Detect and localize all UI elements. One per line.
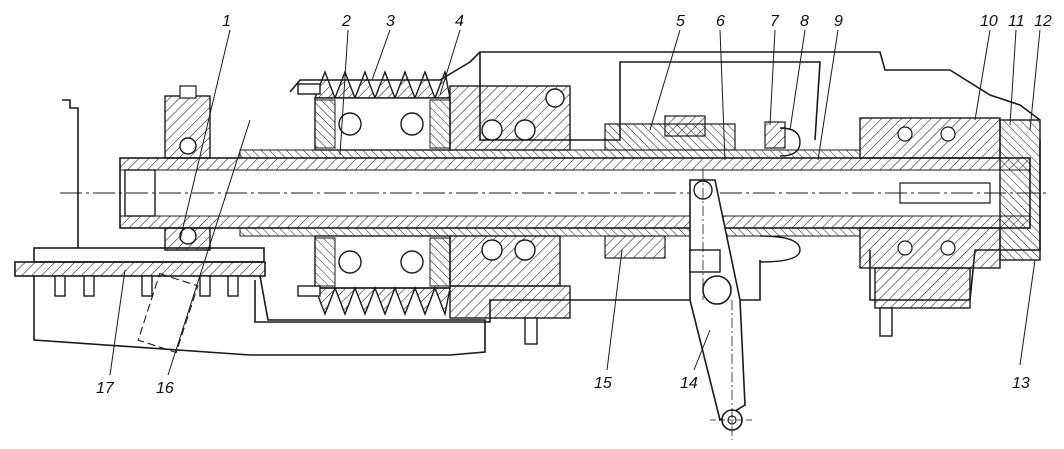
- callout-5: 5: [676, 13, 685, 30]
- right-end-assembly: [859, 117, 1041, 309]
- pulley-lower: [313, 235, 451, 317]
- left-bearing-block: [164, 85, 211, 251]
- headstock-body: [33, 275, 486, 356]
- base-plate: [14, 261, 266, 277]
- pulley-upper: [313, 69, 451, 151]
- callout-12: 12: [1034, 13, 1052, 30]
- callout-7: 7: [770, 13, 780, 30]
- callout-14: 14: [680, 375, 698, 392]
- callout-17: 17: [96, 380, 115, 397]
- callout-11: 11: [1008, 13, 1025, 30]
- base-upper: [33, 247, 265, 263]
- callout-10: 10: [980, 13, 998, 30]
- callout-1: 1: [222, 13, 231, 30]
- bolts: [54, 83, 893, 345]
- callout-3: 3: [386, 13, 395, 30]
- callout-15: 15: [594, 375, 612, 392]
- left-wall: [62, 99, 79, 248]
- dashed-component: [137, 272, 199, 354]
- callout-16: 16: [156, 380, 174, 397]
- middle-bearing-housing: [449, 85, 571, 319]
- leader-lines: [109, 29, 1041, 376]
- callout-8: 8: [800, 13, 809, 30]
- callout-4: 4: [455, 13, 464, 30]
- callout-9: 9: [834, 13, 843, 30]
- callout-13: 13: [1012, 375, 1030, 392]
- callout-2: 2: [341, 13, 351, 30]
- shift-lever: [689, 170, 755, 440]
- clutch-region: [604, 115, 801, 263]
- spindle-shaft: [60, 157, 1050, 229]
- callout-6: 6: [716, 13, 725, 30]
- top-cover: [289, 51, 1041, 121]
